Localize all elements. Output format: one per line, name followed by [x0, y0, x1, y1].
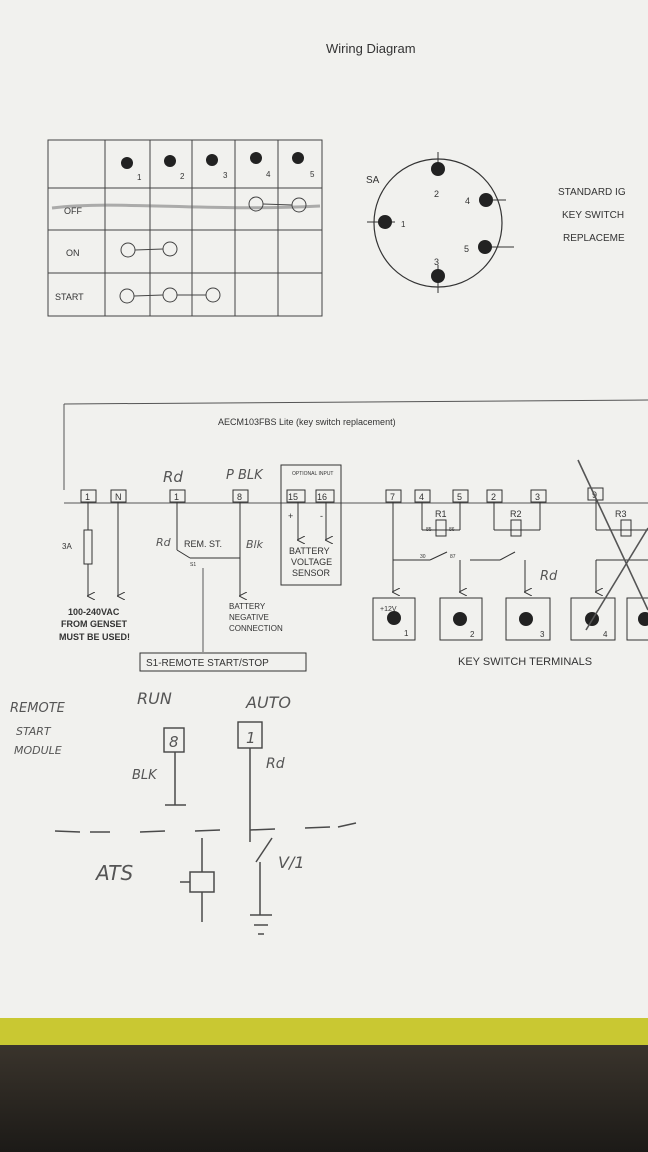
- key-switch-terminal-boxes: [372, 597, 648, 641]
- sensor-plus: +: [288, 511, 293, 521]
- table-col-3: 3: [223, 171, 228, 180]
- row-label-off: OFF: [64, 206, 82, 216]
- floor-background: [0, 1045, 648, 1152]
- rem-st-label: REM. ST.: [184, 539, 222, 549]
- terminal-1b: 1: [174, 492, 179, 502]
- ac-input-line-1: 100-240VAC: [68, 607, 120, 617]
- hand-remote-line-3: MODULE: [14, 744, 62, 757]
- battery-neg-line-1: BATTERY: [229, 602, 266, 611]
- terminal-1: 1: [85, 492, 90, 502]
- relay-pin-86: 86: [449, 527, 455, 533]
- pencil-cross-marks: [577, 459, 648, 631]
- fuse-label: 3A: [62, 542, 72, 551]
- table-contacts: [119, 196, 307, 304]
- terminal-15: 15: [288, 492, 298, 502]
- hand-run: RUN: [137, 689, 172, 708]
- s1-marker: S1: [190, 562, 196, 568]
- key-switch-text-1: STANDARD IG: [558, 187, 626, 198]
- key-switch-text-2: KEY SWITCH: [562, 210, 624, 221]
- relay-pin-87: 87: [450, 554, 456, 560]
- ac-input-line-3: MUST BE USED!: [59, 632, 130, 642]
- battery-neg-line-2: NEGATIVE: [229, 613, 269, 622]
- switch-position-table: [47, 139, 323, 317]
- relay-pin-85: 85: [426, 527, 432, 533]
- table-header-dots: [121, 152, 304, 169]
- hand-ats: ATS: [94, 861, 133, 885]
- hand-rd-1: Rd: [163, 468, 183, 486]
- key-switch-text-3: REPLACEME: [563, 233, 625, 244]
- key-terminals-label: KEY SWITCH TERMINALS: [458, 656, 592, 668]
- hand-box-8-label: 8: [169, 733, 179, 751]
- row-label-start: START: [55, 292, 84, 302]
- terminal-5: 5: [457, 492, 462, 502]
- key-pin-1: 1: [401, 220, 406, 229]
- hand-box-8: [163, 727, 185, 753]
- battery-neg-line-3: CONNECTION: [229, 624, 283, 633]
- relay-wiring: [393, 500, 648, 592]
- terminal-2: 2: [491, 492, 496, 502]
- hand-remote-line-1: REMOTE: [10, 701, 66, 716]
- hand-sketch-lines: [54, 748, 357, 935]
- relay-pin-30: 30: [420, 554, 426, 560]
- sensor-minus: -: [320, 511, 323, 521]
- pencil-strike: [51, 203, 321, 210]
- terminal-n: N: [115, 492, 122, 502]
- key-terminal-1: 1: [404, 629, 409, 638]
- row-label-on: ON: [66, 248, 80, 258]
- hand-rd-2: Rd: [156, 536, 172, 549]
- relay-r1: R1: [435, 509, 447, 519]
- hand-rd-3: Rd: [540, 569, 558, 584]
- terminal-4: 4: [419, 492, 424, 502]
- terminal-7: 7: [390, 492, 395, 502]
- key-pin-5: 5: [464, 244, 469, 254]
- hand-pblk: P BLK: [226, 468, 264, 483]
- relay-r3: R3: [615, 509, 627, 519]
- hand-rd-4: Rd: [266, 756, 285, 772]
- module-name: AECM103FBS Lite (key switch replacement): [218, 417, 396, 427]
- key-pin-4: 4: [465, 196, 470, 206]
- terminal-8: 8: [237, 492, 242, 502]
- terminal-3: 3: [535, 492, 540, 502]
- ac-input-wiring: [83, 502, 326, 652]
- module-box: [63, 399, 648, 504]
- hand-auto: AUTO: [245, 693, 291, 712]
- table-col-1: 1: [137, 173, 142, 182]
- key-terminal-4: 4: [603, 630, 608, 639]
- plus-12v: +12V: [380, 606, 397, 613]
- hand-blk-2: BLK: [132, 768, 158, 783]
- table-col-2: 2: [180, 172, 185, 181]
- remote-start-label: S1-REMOTE START/STOP: [146, 658, 269, 669]
- terminal-16: 16: [317, 492, 327, 502]
- key-switch-label: SA: [366, 175, 380, 186]
- hand-v1: V/1: [278, 853, 305, 872]
- hand-remote-line-2: START: [16, 725, 52, 738]
- page-title: Wiring Diagram: [326, 41, 416, 56]
- key-pin-2: 2: [434, 189, 439, 199]
- key-terminal-3: 3: [540, 630, 545, 639]
- key-pin-3: 3: [434, 257, 439, 267]
- battery-sensor-line-1: BATTERY: [289, 546, 330, 556]
- hand-blk: Blk: [246, 538, 264, 551]
- key-switch-symbol: [367, 152, 514, 293]
- ac-input-line-2: FROM GENSET: [61, 619, 128, 629]
- table-col-5: 5: [310, 170, 315, 179]
- optional-input-label: OPTIONAL INPUT: [292, 471, 334, 477]
- key-terminal-2: 2: [470, 630, 475, 639]
- table-col-4: 4: [266, 170, 271, 179]
- remote-start-box: [139, 652, 307, 672]
- battery-sensor-line-2: VOLTAGE: [291, 557, 332, 567]
- relay-r2: R2: [510, 509, 522, 519]
- hand-box-1-label: 1: [246, 729, 256, 747]
- battery-sensor-line-3: SENSOR: [292, 568, 331, 578]
